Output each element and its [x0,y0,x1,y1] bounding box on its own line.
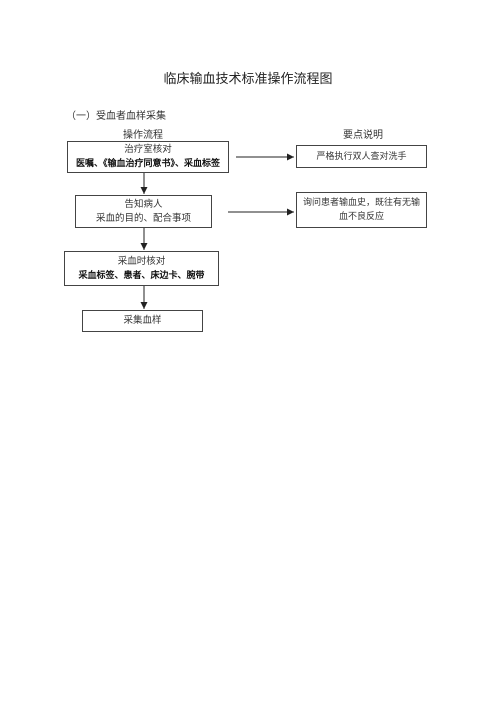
section-heading: （一）受血者血样采集 [66,111,166,122]
column-header-flow: 操作流程 [123,130,163,141]
step-title: 治疗室核对 [124,144,172,155]
step-detail: 采血的目的、配合事项 [95,212,191,224]
step-box-collection-check: 采血时核对 采血标签、患者、床边卡、腕带 [64,251,219,286]
step-detail: 医嘱、《输血治疗同意书》、采血标签 [75,159,220,169]
step-title: 告知病人 [124,198,163,210]
step-title: 采血时核对 [117,255,166,267]
column-header-notes: 要点说明 [343,130,383,141]
note-text: 询问患者输血史，既往有无输 [302,198,420,208]
note-text-cont: 血不良反应 [338,212,384,222]
step-detail: 采血标签、患者、床边卡、腕带 [78,270,205,281]
note-box-transfusion-history: 询问患者输血史，既往有无输 血不良反应 [296,192,427,228]
step-box-treatment-room-check: 治疗室核对 医嘱、《输血治疗同意书》、采血标签 [67,141,229,173]
note-text: 严格执行双人查对洗手 [316,151,407,162]
step-title: 采集血样 [123,315,162,326]
note-box-double-check: 严格执行双人查对洗手 [296,145,427,168]
page-title: 临床输血技术标准操作流程图 [163,72,333,87]
step-box-collect-sample: 采集血样 [82,310,203,332]
step-box-inform-patient: 告知病人 采血的目的、配合事项 [75,195,212,228]
